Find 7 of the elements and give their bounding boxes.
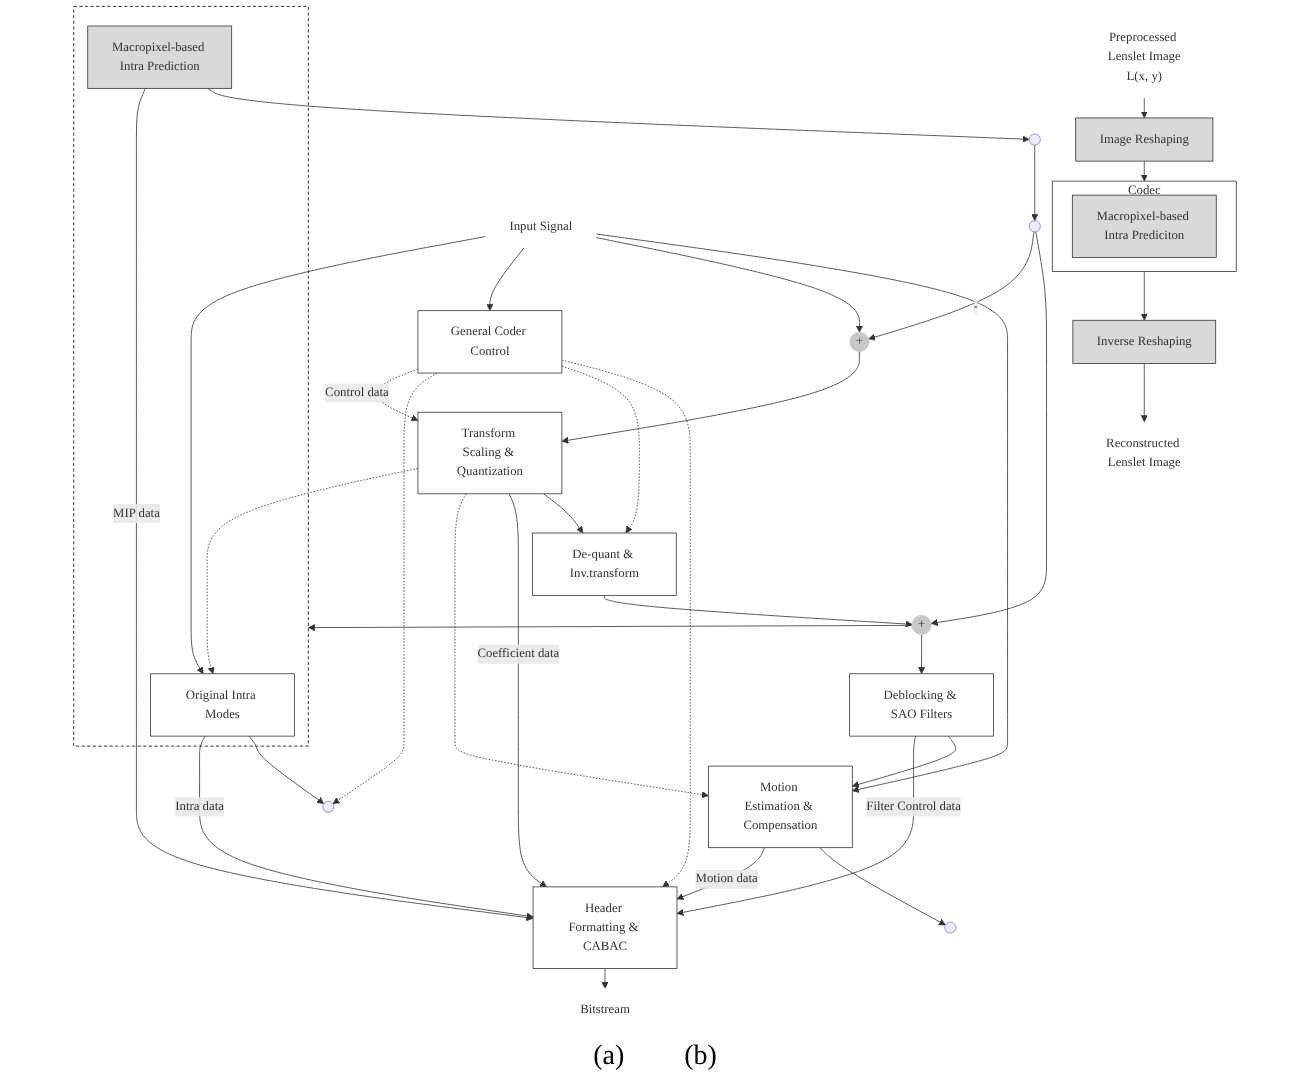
- cluster: [73, 6, 309, 747]
- node-circle: [1028, 220, 1041, 233]
- node-circle: [322, 800, 335, 813]
- node-circle: [944, 921, 957, 934]
- panel-label: (b): [684, 1042, 717, 1074]
- node-circle: [1028, 133, 1041, 146]
- panel-label: (a): [593, 1042, 625, 1074]
